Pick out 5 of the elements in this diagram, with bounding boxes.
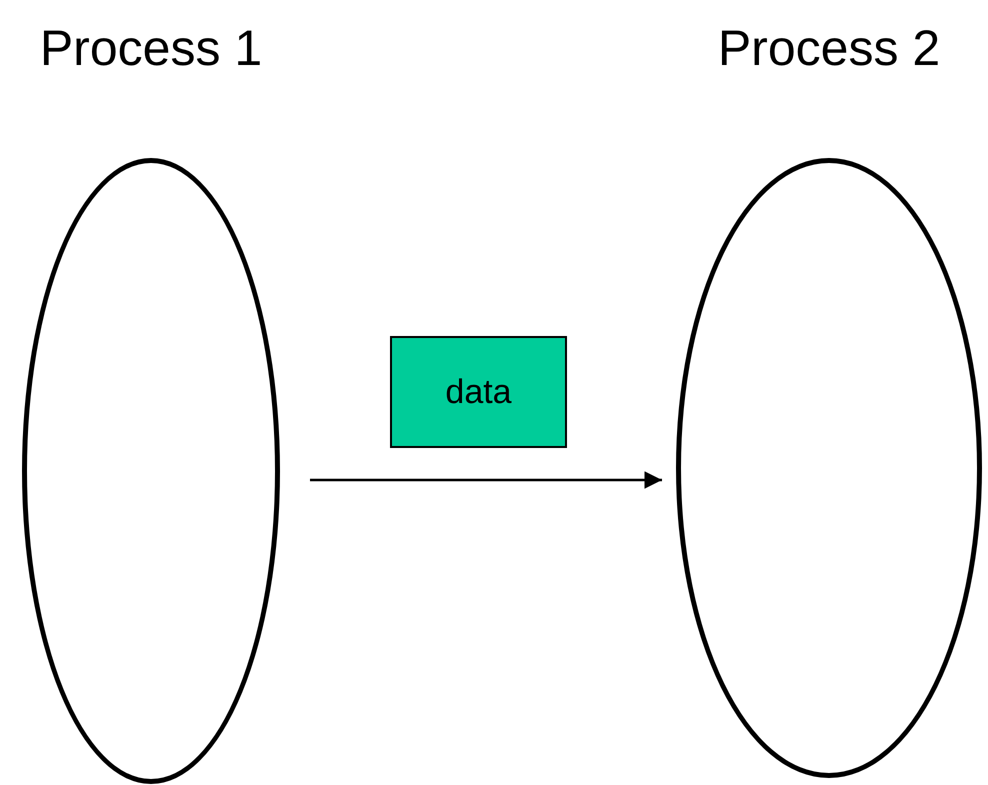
process-heading: Process 2: [718, 23, 940, 73]
data-label: data: [445, 372, 512, 412]
process-heading: Process 1: [40, 23, 262, 73]
arrow: [310, 471, 662, 489]
data-box: [390, 336, 567, 448]
